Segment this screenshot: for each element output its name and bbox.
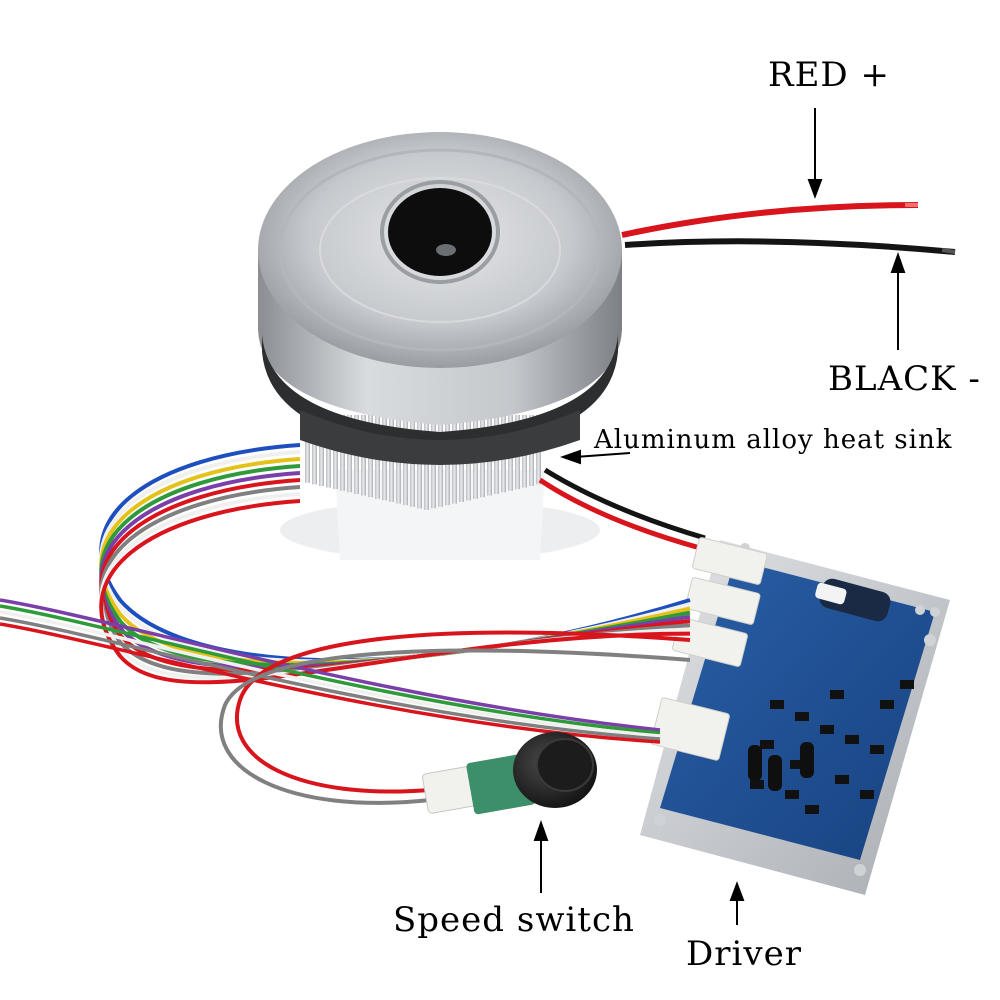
pcb-chip — [830, 690, 844, 699]
signal-wire — [235, 630, 691, 794]
connector-2 — [685, 577, 761, 625]
pcb-chip — [880, 700, 894, 709]
pcb-chip — [870, 745, 884, 754]
pcb-chip — [900, 680, 914, 689]
mount-screw — [854, 864, 866, 876]
mount-screw — [924, 634, 936, 646]
mount-screw — [915, 605, 925, 615]
heat-sink-fin — [319, 415, 324, 486]
label-black-negative: BLACK - — [828, 359, 981, 399]
pcb-chip — [860, 790, 874, 799]
foam-block — [335, 470, 545, 560]
motor-wire-red — [538, 477, 701, 551]
air-inlet — [388, 188, 492, 276]
pcb-cap — [800, 742, 814, 778]
power-wire-red — [621, 202, 919, 238]
mount-screw — [654, 814, 666, 826]
pcb-chip — [795, 712, 809, 721]
connector-1 — [692, 537, 768, 585]
label-heat-sink: Aluminum alloy heat sink — [594, 425, 953, 455]
pcb-chip — [845, 735, 859, 744]
pointer-arrows — [533, 108, 906, 925]
pcb-components — [654, 543, 940, 876]
label-red-positive: RED + — [768, 55, 890, 95]
heat-sink-fin — [305, 415, 310, 483]
signal-wires — [0, 443, 691, 805]
pcb-chip — [785, 790, 799, 799]
heat-sink-fin — [333, 415, 338, 490]
pcb-chip — [760, 740, 774, 749]
motor-wire-black — [543, 467, 706, 541]
label-driver: Driver — [686, 934, 802, 974]
power-wire-black — [624, 238, 956, 255]
label-speed-switch: Speed switch — [393, 900, 635, 940]
pcb-chip — [805, 805, 819, 814]
motor-ring-band — [262, 335, 618, 452]
signal-wire — [0, 616, 661, 741]
signal-wire — [0, 598, 661, 732]
pcb-cap — [748, 745, 762, 781]
heat-sink-fin — [326, 415, 331, 488]
mount-screw — [930, 607, 940, 617]
pcb-chip — [790, 760, 804, 769]
pcb-chip — [820, 725, 834, 734]
heat-sink-fin — [312, 415, 317, 485]
signal-wire — [218, 648, 691, 805]
pcb-chip — [770, 700, 784, 709]
signal-wire — [0, 622, 661, 744]
connector-4 — [650, 697, 730, 761]
pcb-cap — [768, 755, 782, 791]
pcb-chip — [750, 780, 764, 789]
pcb-chip — [835, 775, 849, 784]
heat-sink-fin — [340, 415, 345, 491]
